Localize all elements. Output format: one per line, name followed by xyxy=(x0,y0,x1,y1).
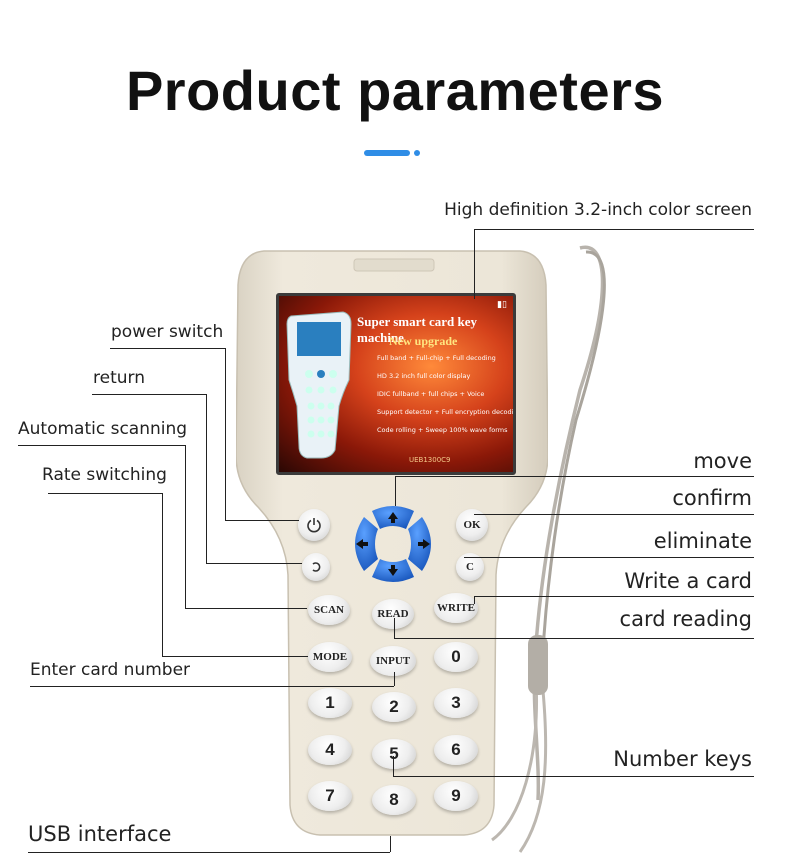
screen-feature: IDIC fullband + full chips + Voice xyxy=(377,390,485,398)
card-copier-device: ▮▯ Super smart card key machine New upgr… xyxy=(236,245,548,837)
leader-line xyxy=(162,493,163,656)
leader-line xyxy=(390,836,391,852)
leader-line xyxy=(474,596,475,604)
label-screen: High definition 3.2-inch color screen xyxy=(444,200,752,220)
scan-button[interactable]: SCAN xyxy=(308,595,350,625)
label-automatic-scanning: Automatic scanning xyxy=(18,419,188,439)
label-number-keys: Number keys xyxy=(613,747,752,771)
leader-line xyxy=(394,638,754,639)
leader-line xyxy=(185,445,186,608)
leader-line xyxy=(206,563,302,564)
leader-line xyxy=(30,686,394,687)
battery-icon: ▮▯ xyxy=(497,300,507,310)
write-button[interactable]: WRITE xyxy=(434,593,478,623)
leader-line xyxy=(474,229,754,230)
title-underline-dot xyxy=(414,150,420,156)
screen-subtitle: New upgrade xyxy=(389,334,458,348)
screen-feature: Support detector + Full encryption decod… xyxy=(377,408,516,416)
arrow-left-icon xyxy=(356,539,368,549)
label-enter-card-number: Enter card number xyxy=(30,660,191,680)
leader-line xyxy=(18,445,185,446)
leader-line xyxy=(28,852,390,853)
key-8[interactable]: 8 xyxy=(372,785,416,815)
arrow-down-icon xyxy=(388,565,398,576)
label-eliminate: eliminate xyxy=(653,529,752,553)
key-5[interactable]: 5 xyxy=(372,739,416,769)
lanyard xyxy=(491,245,606,853)
key-3[interactable]: 3 xyxy=(434,688,478,718)
page-title: Product parameters xyxy=(125,59,665,122)
screen-feature: Full band + Full-chip + Full decoding xyxy=(377,354,496,362)
leader-line xyxy=(393,756,394,776)
key-7[interactable]: 7 xyxy=(308,781,352,811)
leader-line xyxy=(474,514,754,515)
leader-line xyxy=(393,776,754,777)
label-card-reading: card reading xyxy=(619,607,752,631)
input-button[interactable]: INPUT xyxy=(370,646,416,676)
leader-line xyxy=(464,557,754,558)
ok-button[interactable]: OK xyxy=(456,509,488,541)
key-6[interactable]: 6 xyxy=(434,735,478,765)
leader-line xyxy=(48,493,162,494)
key-9[interactable]: 9 xyxy=(434,781,478,811)
screen-feature: Code rolling + Sweep 100% wave forms xyxy=(377,426,508,434)
leader-line xyxy=(395,476,754,477)
label-write-a-card: Write a card xyxy=(624,569,752,593)
key-4[interactable]: 4 xyxy=(308,735,352,765)
screen-feature: HD 3.2 inch full color display xyxy=(377,372,471,380)
label-return: return xyxy=(93,368,145,388)
title-underline xyxy=(364,150,410,156)
navigation-pad[interactable] xyxy=(344,503,442,585)
screen-footer: UEB1300C9 xyxy=(409,456,451,464)
leader-line xyxy=(474,229,475,299)
screen-title: Super smart card key machine xyxy=(357,314,478,345)
arrow-right-icon xyxy=(418,539,430,549)
leader-line xyxy=(162,656,308,657)
leader-line xyxy=(225,520,299,521)
return-icon xyxy=(312,562,321,572)
leader-line xyxy=(92,394,206,395)
power-icon xyxy=(307,518,321,533)
key-1[interactable]: 1 xyxy=(308,688,352,718)
power-button[interactable] xyxy=(298,509,330,541)
leader-line xyxy=(225,348,226,520)
leader-line xyxy=(206,394,207,563)
label-rate-switching: Rate switching xyxy=(42,465,167,485)
key-2[interactable]: 2 xyxy=(372,692,416,722)
mode-button[interactable]: MODE xyxy=(308,642,352,672)
leader-line xyxy=(474,596,754,597)
key-0[interactable]: 0 xyxy=(434,642,478,672)
leader-line xyxy=(185,608,307,609)
label-move: move xyxy=(693,449,752,473)
arrow-up-icon xyxy=(388,512,398,523)
color-screen: ▮▯ Super smart card key machine New upgr… xyxy=(276,293,516,475)
label-power-switch: power switch xyxy=(111,322,224,342)
label-usb-interface: USB interface xyxy=(28,822,172,846)
leader-line xyxy=(110,348,225,349)
leader-line xyxy=(394,672,395,686)
label-confirm: confirm xyxy=(672,486,752,510)
return-button[interactable] xyxy=(302,553,330,581)
leader-line xyxy=(394,618,395,638)
read-button[interactable]: READ xyxy=(372,599,414,629)
leader-line xyxy=(395,476,396,506)
device-illustration xyxy=(286,311,352,459)
